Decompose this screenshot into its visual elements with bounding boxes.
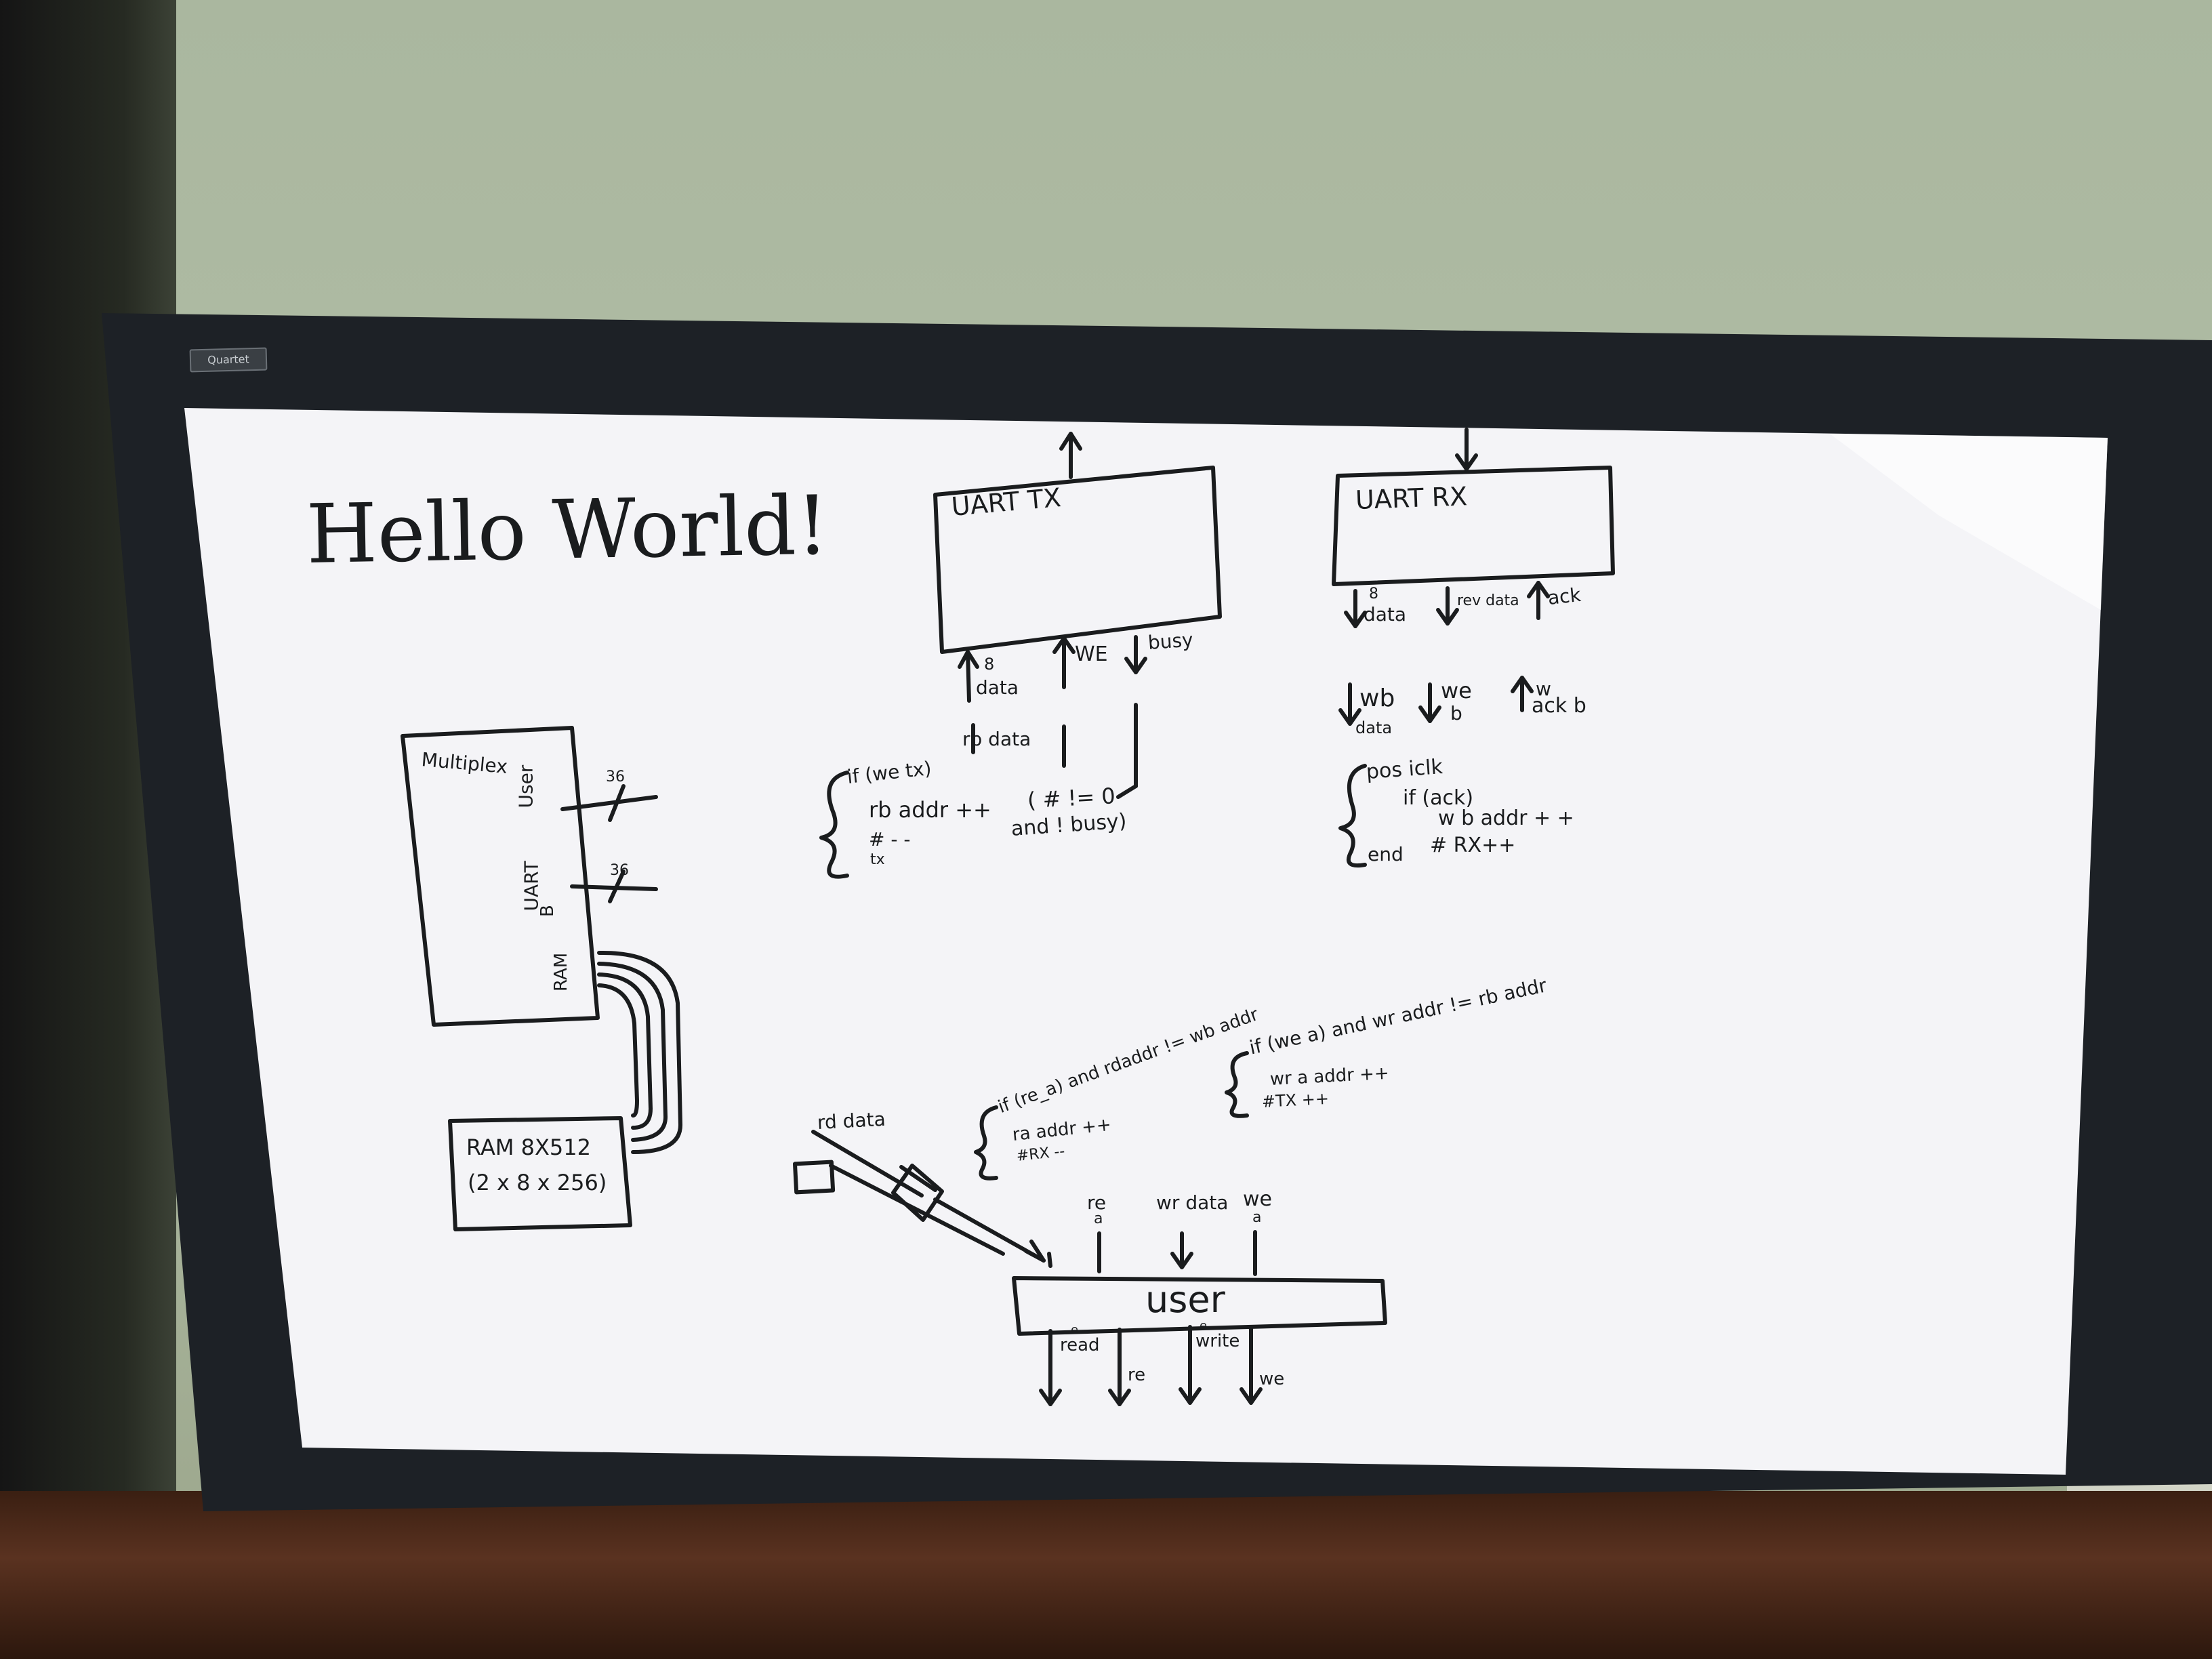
user-we-out-label: we: [1259, 1369, 1285, 1389]
page-title: Hello World!: [305, 478, 830, 582]
tx-cond-3: # - -: [869, 828, 911, 851]
rx-wb-data-label: data: [1355, 718, 1393, 737]
multiplex-port-uart: UART: [520, 861, 543, 912]
user-wr-data-label: wr data: [1156, 1191, 1229, 1214]
user-cond-b-3: #TX ++: [1261, 1088, 1330, 1111]
rx-code-5: end: [1368, 843, 1404, 865]
tx-busy-label: busy: [1147, 628, 1194, 654]
user-re-label: re: [1087, 1191, 1107, 1214]
user-write-label: write: [1195, 1331, 1240, 1351]
rx-ack-w-label: w: [1536, 678, 1551, 700]
user-read-label: read: [1060, 1335, 1100, 1355]
user-box: [1012, 1276, 1387, 1336]
tx-we-label: WE: [1075, 642, 1108, 666]
rd-data-label: rd data: [817, 1107, 886, 1134]
uart-rx-box: [1332, 466, 1615, 586]
tx-rb-data-label: rb data: [962, 728, 1031, 750]
user-re-sub: a: [1094, 1210, 1103, 1227]
multiplex-bus-width-1: 36: [606, 769, 625, 785]
ram-sub-label: (2 x 8 x 256): [468, 1170, 607, 1195]
wood-floor: [0, 1491, 2212, 1659]
rx-data-width: 8: [1369, 586, 1378, 602]
rx-we-b-label: b: [1450, 702, 1462, 724]
rx-we-label: we: [1441, 678, 1472, 703]
whiteboard-glare: [1830, 434, 2108, 610]
tx-cond-2: rb addr ++: [869, 797, 991, 823]
board-brand-badge: Quartet: [189, 347, 268, 373]
rx-ack-b-label: ack b: [1532, 694, 1586, 718]
rx-code-4: # RX++: [1430, 834, 1516, 857]
tx-brace: [819, 771, 849, 879]
tx-cond-4: tx: [870, 851, 885, 868]
uart-rx-label: UART RX: [1355, 481, 1468, 515]
rx-ack-label: ack: [1547, 583, 1582, 609]
multiplex-port-ram: RAM: [551, 952, 571, 991]
multiplex-box: [401, 726, 600, 1027]
user-brace-b: [1225, 1051, 1249, 1118]
multiplex-port-user: User: [514, 764, 537, 808]
rx-wb-label: wb: [1359, 684, 1395, 712]
ram-label: RAM 8X512: [466, 1134, 591, 1160]
uart-tx-box: [933, 466, 1222, 654]
tx-data-arrow: [966, 650, 971, 703]
user-write-e: e: [1200, 1319, 1208, 1333]
multiplex-port-b: B: [537, 905, 558, 917]
rx-data-label: data: [1364, 603, 1407, 626]
rx-rev-data-label: rev data: [1457, 592, 1519, 609]
user-we-sub: a: [1252, 1209, 1262, 1226]
user-label: user: [1145, 1278, 1225, 1321]
whiteboard-surface: [184, 408, 2108, 1475]
user-brace-a: [974, 1105, 998, 1181]
rd-data-square: [792, 1160, 836, 1195]
rx-code-2: if (ack): [1403, 786, 1474, 810]
tx-cond-5: ( # != 0: [1027, 783, 1116, 813]
rx-brace: [1338, 764, 1367, 867]
rx-code-3: w b addr + +: [1438, 806, 1574, 830]
user-re-out-label: re: [1128, 1365, 1146, 1385]
tx-data-label: data: [976, 676, 1019, 699]
multiplex-bus-width-2: 36: [610, 862, 629, 879]
ram-box: [448, 1116, 632, 1231]
user-read-e: e: [1071, 1323, 1079, 1337]
tx-data-width: 8: [984, 655, 995, 674]
user-we-label: we: [1243, 1187, 1272, 1211]
